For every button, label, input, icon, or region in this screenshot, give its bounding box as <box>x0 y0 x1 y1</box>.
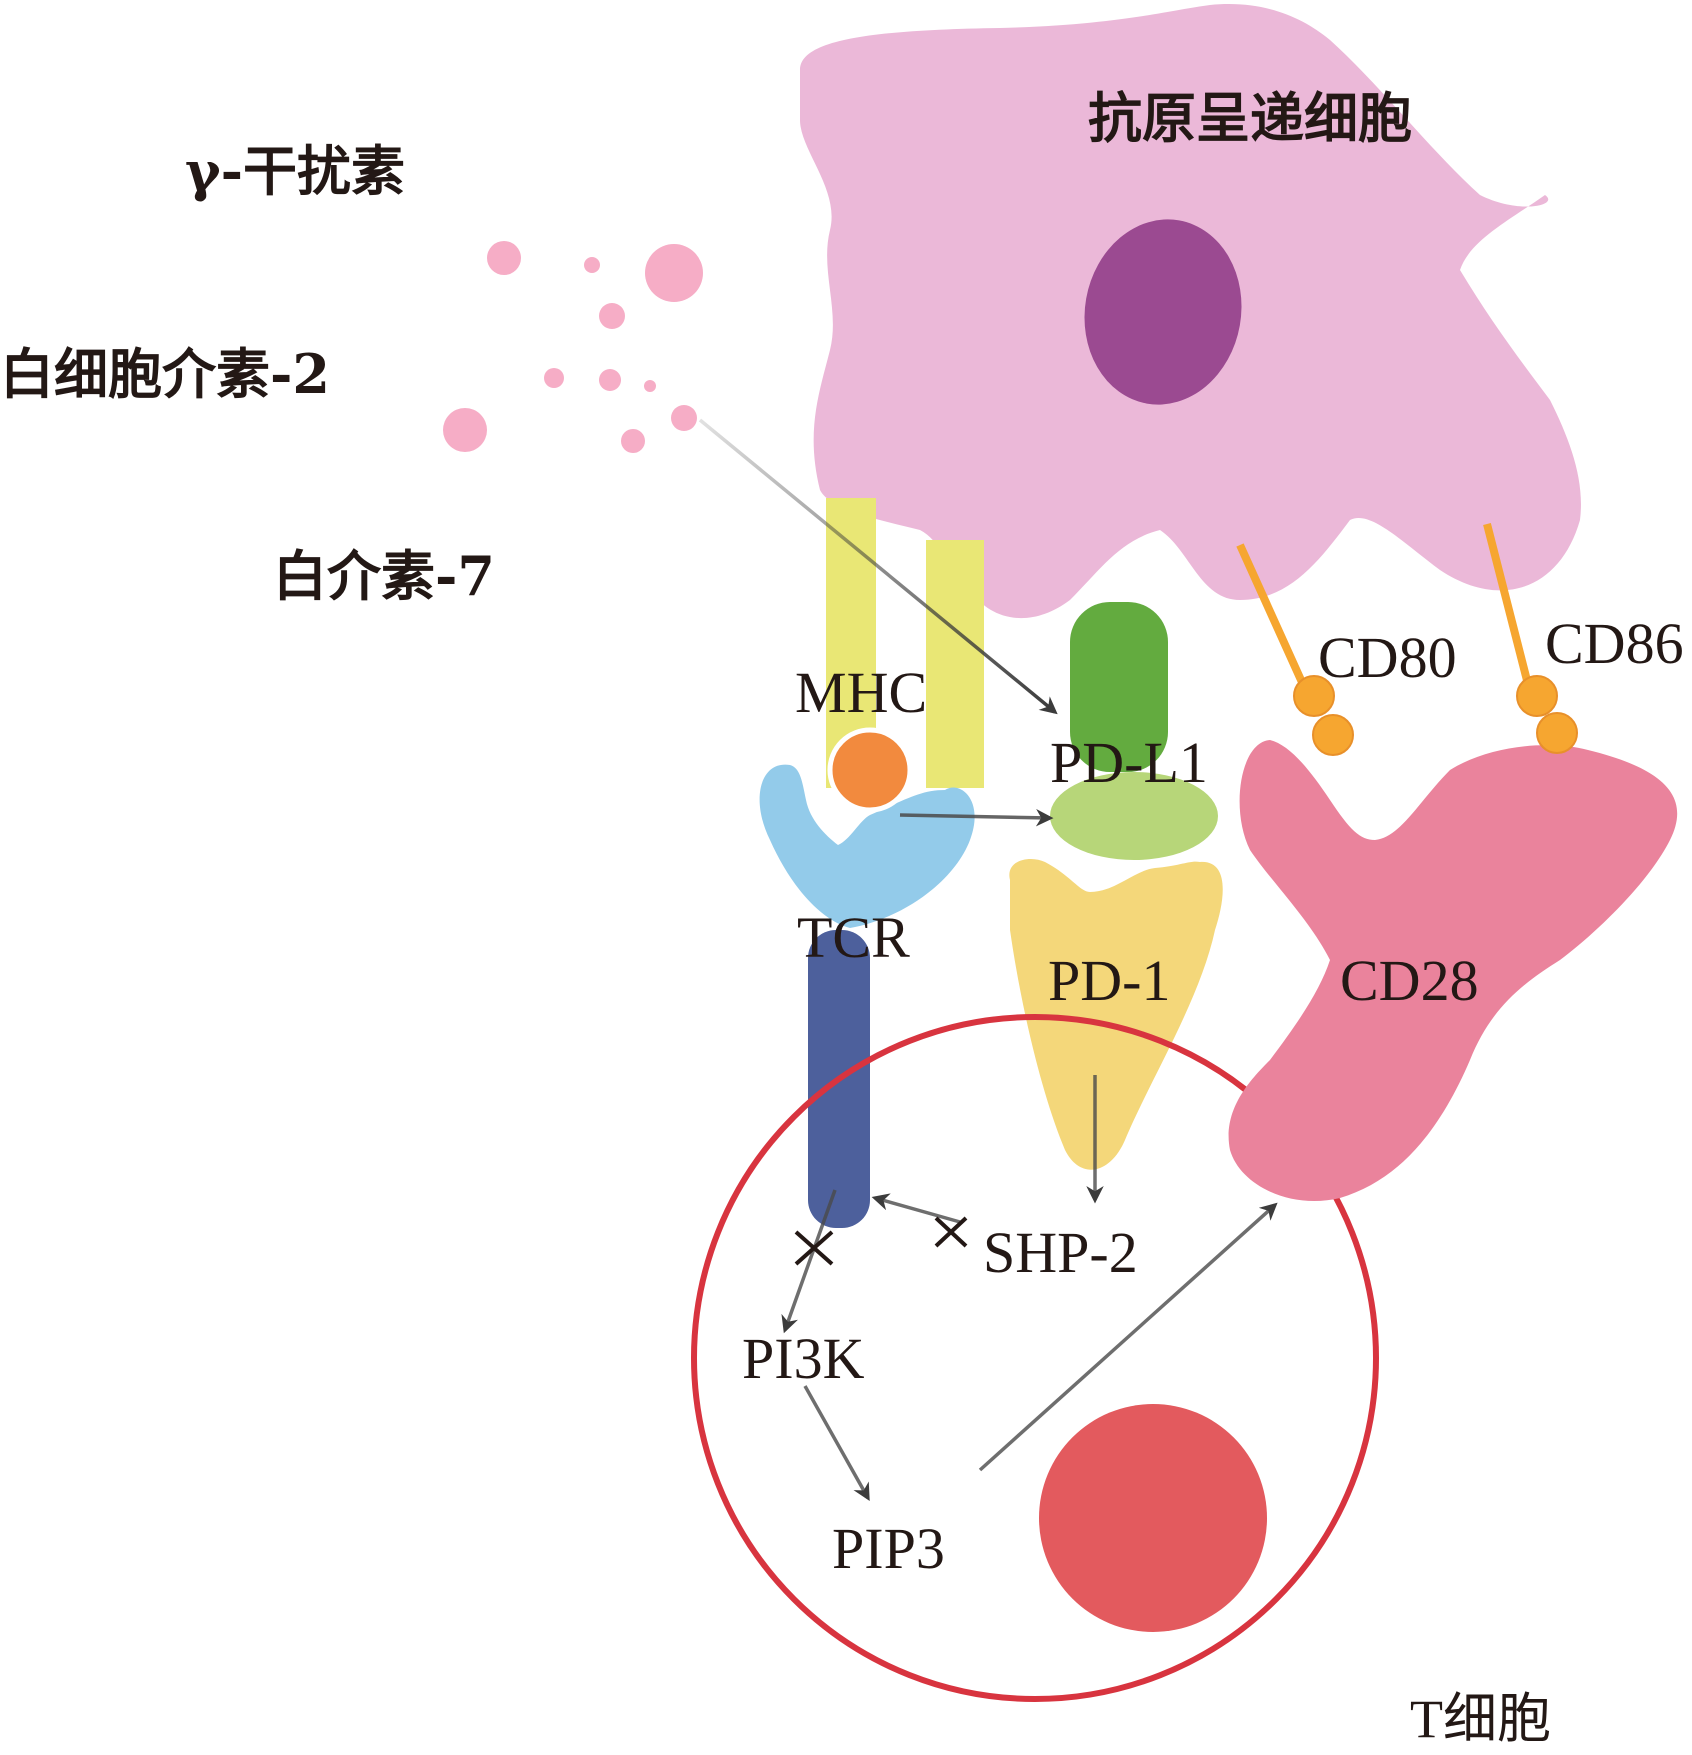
label-cd80: CD80 <box>1318 625 1457 690</box>
mhc-bar-right <box>926 540 984 788</box>
label-mhc: MHC <box>795 660 927 725</box>
arrow-pi3k-to-pip3 <box>803 1385 870 1502</box>
label-tcr: TCR <box>797 905 910 970</box>
apc-nucleus <box>1084 219 1242 405</box>
pd1-receptor <box>1009 859 1223 1170</box>
label-antigen-presenting-cell: 抗原呈递细胞 <box>1088 86 1412 150</box>
label-pip3: PIP3 <box>832 1516 945 1581</box>
arrow-shp2-to-tcr <box>871 1193 961 1224</box>
label-interferon-gamma: γ-干扰素 <box>185 139 405 203</box>
label-cd28: CD28 <box>1340 948 1479 1013</box>
tcr-head <box>759 764 975 928</box>
label-pi3k: PI3K <box>742 1326 865 1391</box>
label-pd-1: PD-1 <box>1048 948 1170 1013</box>
cd28-receptor <box>1228 740 1678 1202</box>
pdl1-upper <box>1070 602 1168 772</box>
label-t-cell: T细胞 <box>1410 1689 1551 1749</box>
arrow-tcr-to-pdl1 <box>899 808 1054 827</box>
t-cell-membrane <box>691 1014 1379 1702</box>
arrow-cytokine-to-pdl1 <box>698 418 1058 715</box>
label-cd86: CD86 <box>1545 611 1684 676</box>
cd86-knob-bottom <box>1536 712 1578 754</box>
pdl1-lower <box>1050 772 1218 860</box>
inhibition-cross-shp2 <box>934 1216 968 1248</box>
arrow-tcr-to-pi3k <box>781 1189 837 1334</box>
label-interleukin-2: 白细胞介素-2 <box>0 342 330 406</box>
cd86-knob-top <box>1516 675 1558 717</box>
label-shp-2: SHP-2 <box>983 1220 1138 1285</box>
cd80-knob-top <box>1293 675 1335 717</box>
cd80-knob-bottom <box>1312 714 1354 756</box>
cytokine-dots <box>443 241 703 453</box>
inhibition-cross-pi3k <box>794 1230 834 1266</box>
cd86-stalk <box>1483 523 1536 701</box>
t-cell-nucleus <box>1039 1404 1267 1632</box>
arrow-pip3-to-cd28 <box>978 1202 1278 1472</box>
cd80-stalk <box>1236 543 1314 702</box>
antigen-peptide <box>827 727 913 813</box>
label-interleukin-7: 白介素-7 <box>273 544 495 608</box>
label-pd-l1: PD-L1 <box>1050 730 1208 795</box>
